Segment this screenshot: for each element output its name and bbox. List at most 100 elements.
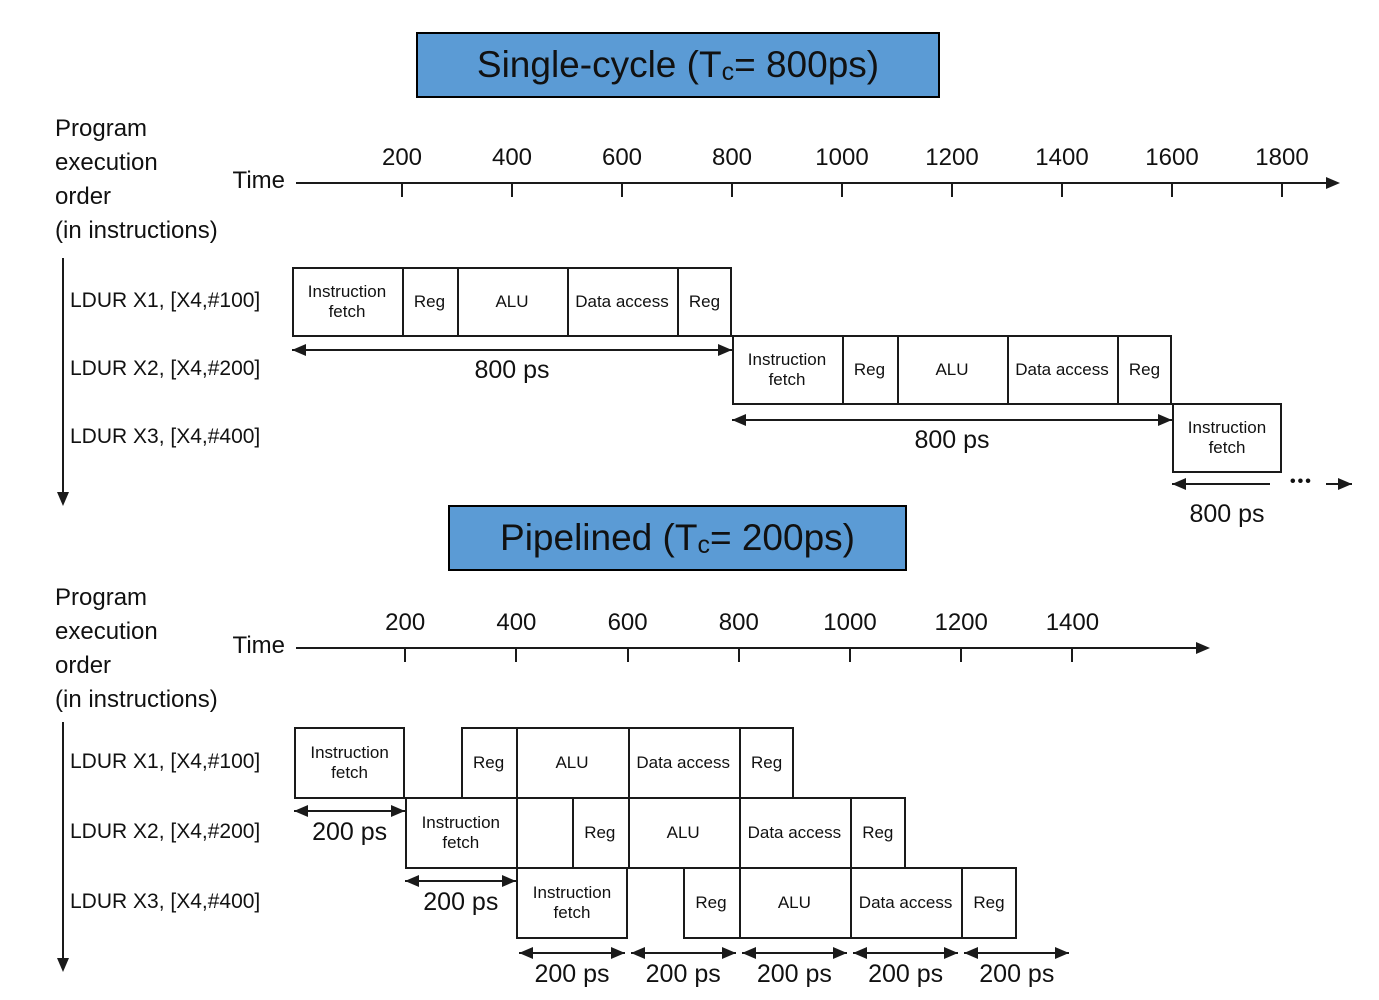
stage-label: Instruction fetch (747, 349, 827, 389)
axis-tick-label: 200 (381, 144, 423, 171)
stage-label: Data access (1015, 359, 1109, 379)
stage-box-group: Reg ALU Data access Reg (683, 867, 1017, 939)
axis-tick-label: 1400 (1035, 144, 1089, 171)
stage-divider (842, 337, 844, 403)
stage-label: Reg (751, 752, 783, 772)
stage-divider (1117, 337, 1119, 403)
stage-label: Reg (862, 822, 894, 842)
stage-label: ALU (935, 359, 969, 379)
instruction-label: LDUR X1, [X4,#100] (70, 289, 261, 312)
duration-label: 800 ps (474, 356, 550, 384)
stage-box-group: Instruction fetch (1172, 403, 1282, 473)
duration-arrow (292, 344, 732, 356)
axis-tick (951, 184, 953, 197)
axis-tick (1171, 184, 1173, 197)
axis-tick (849, 649, 851, 662)
program-order-label: Program execution order (in instructions… (55, 584, 218, 713)
instruction-label: LDUR X2, [X4,#200] (70, 357, 261, 380)
stage-divider (1007, 337, 1009, 403)
duration-arrow (405, 875, 517, 887)
cycle-label: 200 ps (645, 960, 721, 988)
axis-tick-label: 800 (711, 144, 753, 171)
stage-divider (567, 269, 569, 335)
stage-label: Instruction fetch (1187, 417, 1267, 457)
axis-tick-label: 600 (607, 609, 648, 636)
axis-tick (626, 649, 629, 662)
stage-label: Instruction fetch (532, 882, 612, 922)
cycle-label: 200 ps (534, 960, 610, 988)
axis-tick-label: 200 (385, 609, 426, 636)
axis-tick (841, 184, 843, 197)
stage-divider (627, 799, 630, 867)
stage-divider (457, 269, 459, 335)
program-order-label: Program execution order (in instructions… (55, 115, 218, 244)
axis-tick-label: 1800 (1255, 144, 1309, 171)
program-order-arrowhead (57, 958, 69, 972)
cycle-arrow (964, 947, 1070, 959)
stage-divider (516, 729, 519, 797)
stage-label: Reg (695, 892, 727, 912)
stage-divider (402, 269, 404, 335)
title-text: = 200ps) (709, 517, 855, 558)
cycle-arrow (630, 947, 736, 959)
cycle-label: 200 ps (756, 960, 832, 988)
title-text: Pipelined (T (500, 517, 698, 558)
stage-label: Reg (413, 291, 446, 311)
stage-divider (627, 729, 630, 797)
stage-label: Reg (473, 752, 505, 772)
stage-label: Reg (584, 822, 616, 842)
stage-label: Instruction fetch (421, 812, 500, 852)
axis-tick-label: 1400 (1045, 609, 1100, 636)
time-axis-line (296, 647, 1196, 649)
stage-label: Reg (973, 892, 1005, 912)
axis-tick-label: 1200 (925, 144, 979, 171)
stage-box-group: Instruction fetch (516, 867, 628, 939)
time-axis-label: Time (232, 167, 285, 194)
stage-label: ALU (777, 892, 811, 912)
stage-divider (516, 799, 519, 867)
program-order-arrow (62, 722, 64, 958)
axis-tick-label: 1000 (823, 609, 877, 636)
stage-label: Instruction fetch (310, 742, 389, 782)
time-axis-arrowhead (1326, 177, 1340, 189)
stage-label: ALU (555, 752, 589, 772)
stage-label: Reg (1128, 359, 1161, 379)
axis-tick (1061, 184, 1063, 197)
axis-tick (401, 184, 403, 197)
duration-label: 200 ps (423, 888, 499, 916)
stage-box-group: Instruction fetch (294, 727, 406, 799)
cycle-arrow (519, 947, 625, 959)
axis-tick (515, 649, 518, 662)
axis-tick-label: 600 (601, 144, 643, 171)
stage-label: Data access (747, 822, 842, 842)
duration-arrow (732, 414, 1172, 426)
stage-label: Reg (688, 291, 721, 311)
stage-divider (849, 869, 852, 937)
stage-label: Data access (858, 892, 953, 912)
axis-tick (731, 184, 733, 197)
program-order-arrow (62, 258, 64, 492)
instruction-label: LDUR X3, [X4,#400] (70, 890, 261, 913)
axis-tick (404, 649, 407, 662)
title-text: = 800ps) (734, 44, 880, 85)
title-text: Single-cycle (T (476, 44, 722, 85)
stage-divider (738, 869, 741, 937)
stage-label: Instruction fetch (307, 281, 387, 321)
axis-tick (960, 649, 963, 662)
axis-tick-label: 1600 (1145, 144, 1199, 171)
axis-tick (621, 184, 623, 197)
axis-tick-label: 1000 (815, 144, 869, 171)
cycle-arrow (741, 947, 848, 959)
duration-arrow-right (1326, 478, 1352, 490)
axis-tick-label: 400 (491, 144, 533, 171)
stage-label: Reg (853, 359, 886, 379)
stage-divider (961, 869, 964, 937)
axis-tick (511, 184, 513, 197)
